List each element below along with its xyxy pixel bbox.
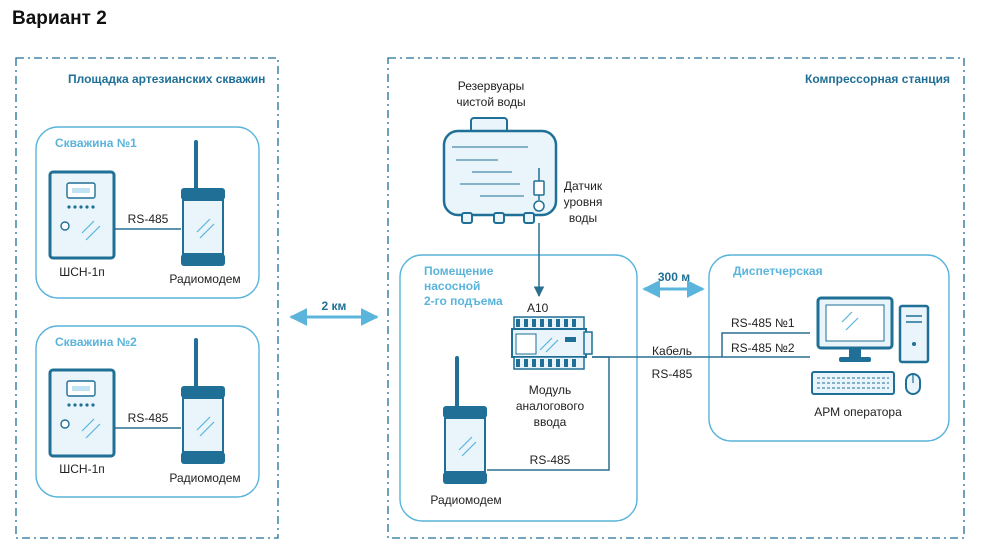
cable-label-line1: Кабель — [652, 344, 692, 358]
distance-2km-label: 2 км — [321, 299, 347, 313]
workstation-label: АРМ оператора — [814, 405, 902, 419]
dispatch-box — [708, 254, 950, 442]
computer-icon — [811, 296, 930, 395]
module-label: Модуль аналогового ввода — [505, 382, 595, 430]
zone-compressor-frame — [387, 57, 965, 539]
controller-icon — [48, 368, 116, 458]
level-sensor-icon — [533, 168, 545, 212]
analog-input-module-icon — [511, 316, 593, 370]
sensor-label-line3: воды — [568, 211, 598, 225]
well2-box — [35, 325, 260, 498]
well1-link-label: RS-485 — [127, 212, 169, 226]
radiomodem-icon — [181, 140, 225, 266]
cable-label: Кабель RS-485 — [642, 340, 702, 386]
distance-300m-label: 300 м — [657, 270, 691, 284]
zone-wells-title: Площадка артезианских скважин — [68, 72, 266, 86]
sensor-label-line2: уровня — [563, 195, 603, 209]
tank-label-line2: чистой воды — [456, 95, 526, 109]
well1-device-label: ШСН-1п — [59, 265, 105, 279]
well1-title: Скважина №1 — [55, 136, 137, 150]
pump-modem-link-label: RS-485 — [529, 453, 571, 467]
controller-icon — [48, 170, 116, 260]
cable-label-line2: RS-485 — [651, 367, 693, 381]
rs485-1-label: RS-485 №1 — [731, 316, 795, 330]
pump-modem-label: Радиомодем — [430, 493, 502, 507]
zone-compressor-title: Компрессорная станция — [805, 72, 950, 86]
sensor-label: Датчик уровня воды — [553, 178, 613, 226]
pump-room-title: Помещение насосной 2-го подъема — [424, 264, 503, 309]
sensor-label-line1: Датчик — [563, 179, 603, 193]
pump-room-title-line3: 2-го подъема — [424, 294, 503, 308]
pump-room-title-line1: Помещение — [424, 264, 494, 278]
module-name-label: А10 — [527, 301, 549, 315]
rs485-2-label: RS-485 №2 — [731, 341, 795, 355]
radiomodem-icon — [181, 338, 225, 464]
well2-title: Скважина №2 — [55, 335, 137, 349]
module-label-line1: Модуль — [528, 383, 572, 397]
well1-box — [35, 126, 260, 299]
rs485-1-line — [721, 332, 810, 357]
well2-device-label: ШСН-1п — [59, 462, 105, 476]
module-label-line2: аналогового — [515, 399, 585, 413]
dispatch-title: Диспетчерская — [733, 264, 823, 278]
pump-room-box — [399, 254, 638, 522]
pump-room-title-line2: насосной — [424, 279, 481, 293]
module-label-line3: ввода — [533, 415, 567, 429]
page-title: Вариант 2 — [12, 8, 107, 29]
well1-modem-label: Радиомодем — [169, 272, 241, 286]
tank-label: Резервуары чистой воды — [436, 78, 546, 110]
well2-modem-label: Радиомодем — [169, 471, 241, 485]
water-tank-icon — [442, 117, 558, 224]
well2-link-label: RS-485 — [127, 411, 169, 425]
radiomodem-icon — [443, 356, 487, 484]
tank-label-line1: Резервуары — [457, 79, 525, 93]
zone-wells-frame — [15, 57, 279, 539]
